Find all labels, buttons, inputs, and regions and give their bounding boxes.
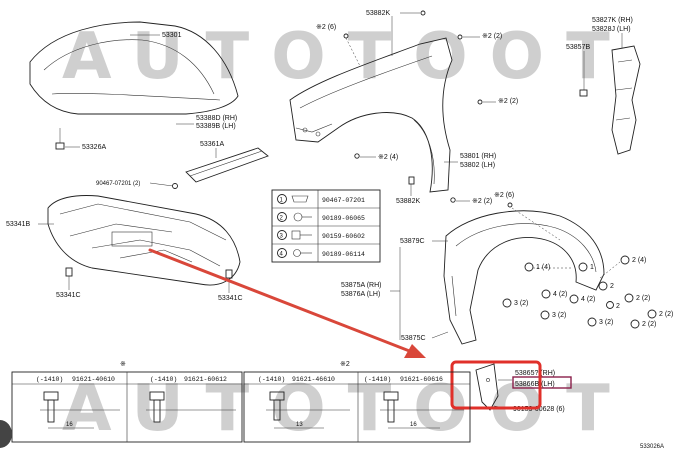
highlight-label-box (512, 376, 572, 389)
label-bracket-lh: 53828J (LH) (592, 26, 631, 33)
label-fender-bolt-qty2a: ※2 (2) (482, 33, 502, 40)
label-under-cover-clip-right: 53341C (218, 295, 243, 302)
label-seal-piece-rh: 53865? (RH) (515, 370, 555, 377)
label-fender-bolt-bottom: 53882K (396, 198, 420, 205)
fastener-group2-mark: ※2 (340, 361, 350, 368)
legend-row-1: 1 90467-07201 (277, 194, 365, 204)
label-fender-bolt-qty6: ※2 (6) (316, 24, 336, 31)
label-seal-piece-bolt: 90159-60628 (6) (513, 406, 565, 413)
fastener-table-2: (-1410) 91621-46610 13 (-1410) 91621-606… (243, 371, 471, 443)
fastener-table-1: (-1410) 91621-40610 16 (-1410) 91621-606… (11, 371, 243, 443)
label-seal-rh: 53388D (RH) (196, 115, 237, 122)
label-seal-lh: 53389B (LH) (196, 123, 236, 130)
under-cover-clip-right (225, 269, 233, 279)
fastener-part: 91621-46610 (292, 376, 335, 383)
label-fender-bolt-qty2c: ※2 (2) (472, 198, 492, 205)
fastener-dim: 16 (66, 422, 73, 428)
page-edge-handle[interactable] (0, 420, 12, 448)
legend-num: 2 (280, 216, 284, 222)
legend-num: 4 (280, 252, 284, 258)
fastener-part: 91621-40610 (72, 376, 115, 383)
fastener-code: (-1410) (364, 376, 391, 383)
callout-liner-2d: 2 (2) (659, 311, 673, 318)
fastener-part: 91621-60616 (400, 376, 443, 383)
legend-part: 90189-06065 (322, 215, 365, 222)
legend-part: 90189-06114 (322, 251, 365, 258)
callout-liner-2c: 2 (2) (636, 295, 650, 302)
legend-row-2: 2 90189-06065 (277, 212, 365, 222)
highlight-box (450, 360, 542, 410)
fastener-dim: 13 (296, 422, 303, 428)
legend-num: 1 (280, 198, 284, 204)
fastener-item-4: (-1410) 91621-60616 16 (364, 376, 464, 429)
legend-row-3: 3 90159-60602 (277, 230, 365, 240)
label-seal-piece-lh: 53866B (LH) (515, 381, 555, 388)
under-cover-clip-left (65, 267, 73, 277)
fastener-item-3: (-1410) 91621-46610 13 (258, 376, 350, 429)
label-fender-bolt-qty4: ※2 (4) (378, 154, 398, 161)
seal-piece-drawing (475, 363, 499, 411)
label-under-cover: 53341B (6, 221, 30, 228)
fender-drawing (289, 37, 453, 193)
fastener-part: 91621-60612 (184, 376, 227, 383)
label-fender-lh: 53802 (LH) (460, 162, 495, 169)
hood-cushion-drawing (55, 128, 65, 150)
label-bracket-clip: 53857B (566, 44, 590, 51)
fastener-dim: 16 (410, 422, 417, 428)
bracket-drawing (611, 45, 641, 155)
fastener-code: (-1410) (258, 376, 285, 383)
parts-legend-table: 1 90467-07201 2 90189-06065 3 90159-6060… (271, 189, 381, 263)
liner-callouts: 1 (4) 2 (4) 4 (2) 3 (2) 2 2 (2) 4 (2) 3 … (502, 207, 673, 329)
label-bracket-rh: 53827K (RH) (592, 17, 633, 24)
label-liner-bolt-qty6: ※2 (6) (494, 192, 514, 199)
label-liner-bottom: 53875C (401, 335, 426, 342)
label-hood: 53301 (162, 32, 182, 39)
fastener-code: (-1410) (36, 376, 63, 383)
legend-num: 3 (280, 234, 284, 240)
fastener-item-1: (-1410) 91621-40610 16 (36, 376, 120, 429)
fastener-item-2: (-1410) 91621-60612 (146, 376, 236, 423)
label-fender-rh: 53801 (RH) (460, 153, 496, 160)
callout-liner-1: 1 (4) (536, 264, 550, 271)
callout-liner-2e: 2 (2) (642, 321, 656, 328)
legend-part: 90159-60602 (322, 233, 365, 240)
callout-liner-2f: 2 (616, 303, 620, 310)
under-cover-drawing (47, 195, 241, 286)
fastener-group1-mark: ※ (120, 361, 126, 368)
label-liner-lh: 53876A (LH) (341, 291, 380, 298)
legend-row-4: 4 90189-06114 (277, 248, 365, 258)
callout-liner-4: 4 (2) (553, 291, 567, 298)
callout-liner-2a: 2 (4) (632, 257, 646, 264)
hood-drawing (29, 21, 239, 115)
label-liner-top: 53879C (400, 238, 425, 245)
highlight-arrow (148, 248, 426, 358)
label-fender-bolt-top: 53882K (366, 10, 390, 17)
callout-liner-3c: 3 (2) (599, 319, 613, 326)
callout-liner-2b: 2 (610, 283, 614, 290)
legend-part: 90467-07201 (322, 197, 365, 204)
label-fender-bolt-qty2b: ※2 (2) (498, 98, 518, 105)
fastener-code: (-1410) (150, 376, 177, 383)
callout-liner-3a: 3 (2) (514, 300, 528, 307)
callout-liner-3b: 3 (2) (552, 312, 566, 319)
callout-liner-1b: 1 (590, 264, 594, 271)
callout-liner-4b: 4 (2) (581, 296, 595, 303)
seal-strip-drawing (185, 147, 269, 183)
label-under-cover-clip-left: 53341C (56, 292, 81, 299)
label-hood-cushion: 53326A (82, 144, 106, 151)
label-seal-strip: 53361A (200, 141, 224, 148)
label-clip-top: 90467-07201 (2) (96, 181, 140, 187)
watermark-top: AUTOTOOT (62, 20, 632, 94)
fender-liner-drawing (443, 210, 605, 345)
label-liner-rh: 53875A (RH) (341, 282, 381, 289)
figure-code: 533026A (640, 444, 664, 450)
